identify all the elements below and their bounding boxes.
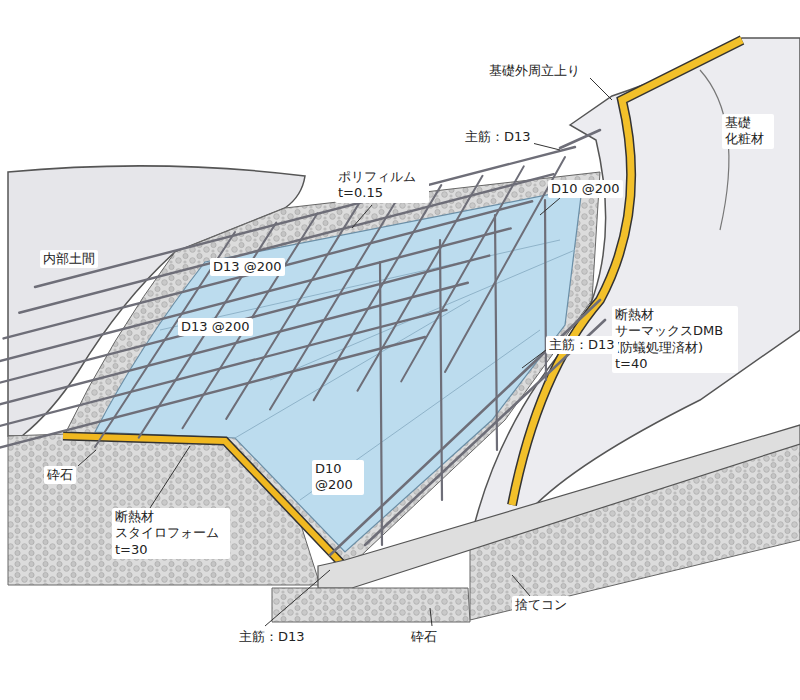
- callout-label: D13 @200: [210, 258, 285, 276]
- styrofoam-outline: [63, 436, 342, 564]
- rebar-bar: [0, 337, 425, 467]
- callout-label: 基礎 化粧材: [722, 114, 774, 149]
- rebar-bar: [226, 204, 359, 419]
- rebar-cage: [0, 130, 605, 555]
- callout-label: 主筋：D13: [236, 628, 308, 646]
- callout-label: D10 @200: [548, 180, 623, 198]
- rebar-bar: [380, 262, 382, 545]
- leader-line: [512, 575, 530, 596]
- rebar-bar: [0, 256, 489, 390]
- rebar-bar: [139, 223, 277, 438]
- rebar-bar: [358, 176, 483, 391]
- callout-label: 内部土間: [40, 250, 98, 268]
- callout-label: 砕石: [408, 628, 440, 646]
- callout-label: 断熱材 スタイロフォーム t=30: [112, 508, 230, 559]
- rebar-bar: [0, 228, 511, 364]
- leader-line: [352, 205, 372, 228]
- rebar-bar: [314, 185, 442, 400]
- leader-lines: [78, 78, 640, 626]
- leader-line: [590, 78, 612, 100]
- rebar-bar: [0, 283, 468, 416]
- wall-insulation: [512, 40, 742, 505]
- callout-label: ポリフィルム t=0.15: [335, 168, 429, 203]
- leader-line: [522, 350, 546, 368]
- callout-label: 主筋：D13: [462, 128, 534, 146]
- callout-label: 断熱材 サーマックスDMB (防蟻処理済材) t=40: [612, 306, 738, 373]
- callout-label: 砕石: [44, 466, 76, 484]
- gravel-base: [272, 588, 470, 622]
- rebar-bar: [560, 130, 600, 148]
- callout-label: D10 @200: [312, 460, 364, 495]
- rebar-bar: [440, 240, 442, 500]
- rebar-bar: [495, 215, 497, 450]
- styrofoam-insulation: [63, 436, 342, 564]
- rebar-bar: [4, 201, 533, 338]
- rebar-bar: [19, 174, 553, 313]
- leader-line: [430, 608, 432, 626]
- callout-label: 基礎外周立上り: [486, 62, 583, 80]
- callout-label: 捨てコン: [512, 596, 570, 614]
- wall-insulation-outline: [512, 40, 742, 505]
- leader-line: [78, 450, 96, 466]
- wall-finish: [700, 70, 729, 230]
- leader-line: [150, 446, 190, 508]
- base: [272, 425, 800, 622]
- leader-line: [540, 198, 560, 215]
- callout-label: D13 @200: [178, 318, 253, 336]
- lean-concrete: [318, 425, 800, 588]
- leader-line: [265, 570, 330, 626]
- callout-label: 主筋：D13: [546, 336, 618, 354]
